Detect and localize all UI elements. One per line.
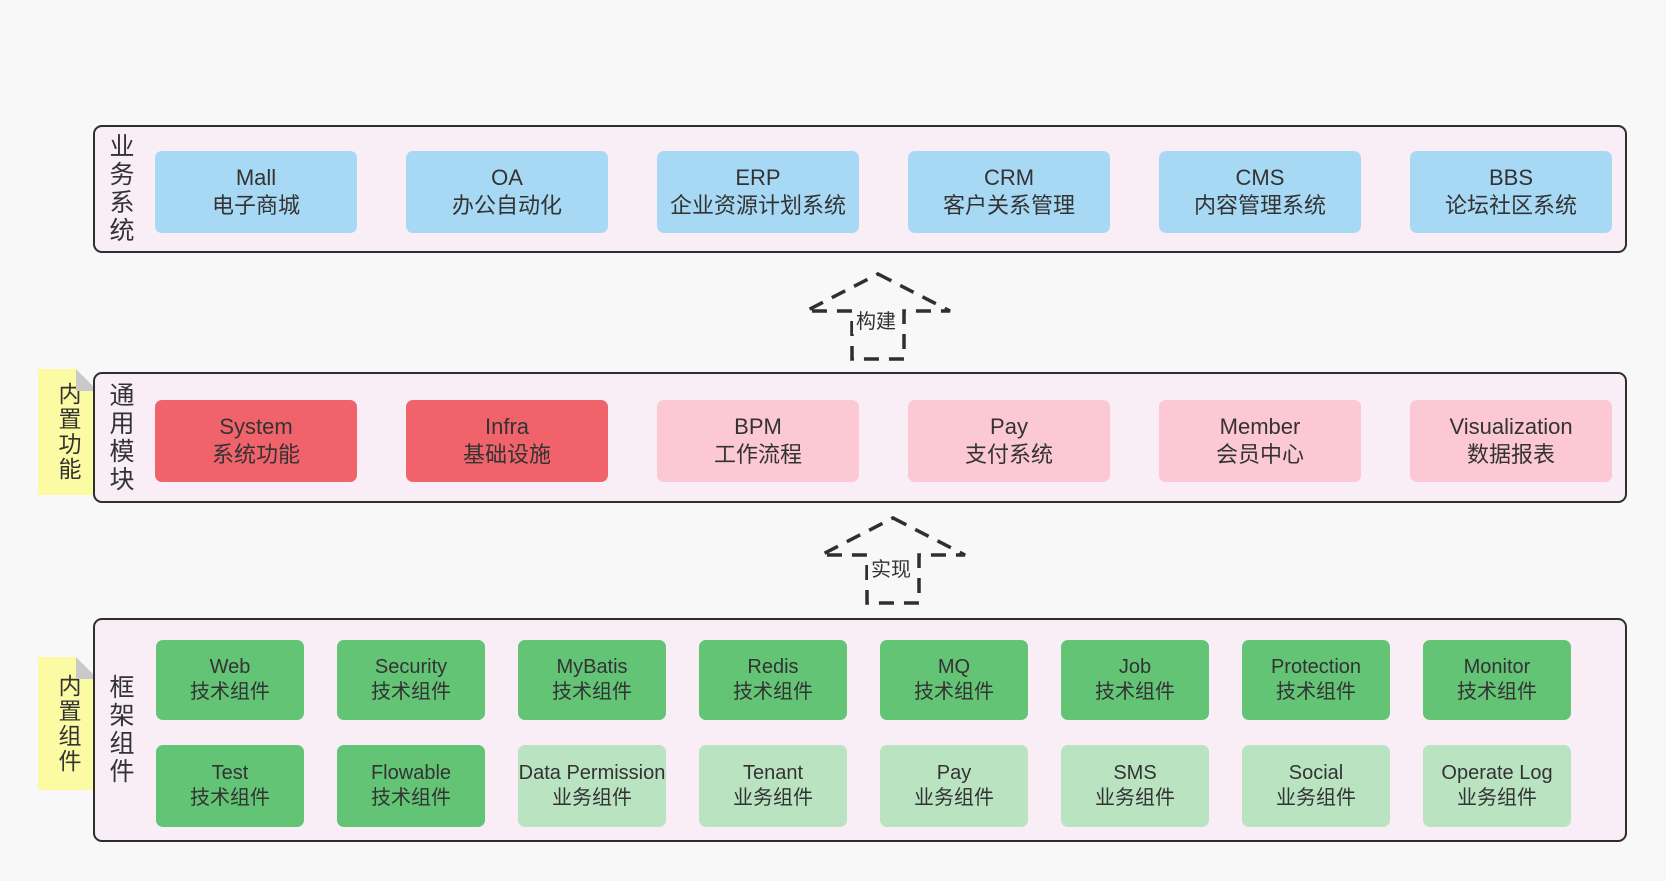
box-title: OA	[491, 165, 523, 190]
box-subtitle: 业务组件	[1095, 787, 1175, 809]
box-subtitle: 技术组件	[1276, 681, 1356, 703]
box-subtitle: 技术组件	[733, 681, 813, 703]
box-subtitle: 内容管理系统	[1193, 193, 1326, 218]
box-security: Security 技术组件	[337, 640, 485, 720]
panel-label-business: 业务系统	[106, 133, 134, 245]
box-redis: Redis 技术组件	[699, 640, 847, 720]
box-subtitle: 企业资源计划系统	[669, 193, 846, 218]
box-subtitle: 办公自动化	[451, 193, 562, 218]
implement-arrow-label: 实现	[868, 558, 914, 582]
box-title: Data Permission	[518, 762, 666, 784]
box-cms: CMS 内容管理系统	[1159, 151, 1361, 233]
box-mall: Mall 电子商城	[155, 151, 357, 233]
box-oa: OA 办公自动化	[406, 151, 608, 233]
box-subtitle: 支付系统	[964, 442, 1053, 467]
box-subtitle: 客户关系管理	[942, 193, 1075, 218]
build-arrow-label: 构建	[853, 310, 899, 334]
box-subtitle: 业务组件	[1276, 787, 1356, 809]
box-subtitle: 基础设施	[462, 442, 551, 467]
box-subtitle: 系统功能	[211, 442, 300, 467]
box-flowable: Flowable 技术组件	[337, 745, 485, 827]
box-title: Member	[1219, 414, 1301, 439]
box-title: Monitor	[1463, 656, 1531, 678]
box-subtitle: 技术组件	[552, 681, 632, 703]
box-title: Web	[209, 656, 251, 678]
sticky-label: 内置组件	[55, 673, 81, 774]
sticky-note-builtin-features: 内置功能	[38, 369, 98, 495]
box-title: Job	[1118, 656, 1152, 678]
box-job: Job 技术组件	[1061, 640, 1209, 720]
box-subtitle: 论坛社区系统	[1444, 193, 1577, 218]
framework-components-panel: 框架组件 Web 技术组件 Security 技术组件 MyBatis 技术组件…	[93, 618, 1627, 842]
box-social: Social 业务组件	[1242, 745, 1390, 827]
box-test: Test 技术组件	[156, 745, 304, 827]
box-title: Tenant	[742, 762, 804, 784]
box-monitor: Monitor 技术组件	[1423, 640, 1571, 720]
box-title: BBS	[1488, 165, 1534, 190]
box-bpm: BPM 工作流程	[657, 400, 859, 482]
box-system: System 系统功能	[155, 400, 357, 482]
panel-label-common: 通用模块	[106, 381, 134, 494]
box-title: Test	[211, 762, 249, 784]
box-bbs: BBS 论坛社区系统	[1410, 151, 1612, 233]
box-title: MyBatis	[556, 656, 628, 678]
box-title: Pay	[936, 762, 972, 784]
box-title: ERP	[735, 165, 781, 190]
box-infra: Infra 基础设施	[406, 400, 608, 482]
box-subtitle: 业务组件	[1457, 787, 1537, 809]
box-title: Protection	[1270, 656, 1362, 678]
sticky-label: 内置功能	[55, 382, 81, 482]
box-subtitle: 技术组件	[371, 681, 451, 703]
box-title: Redis	[747, 656, 799, 678]
box-data-permission: Data Permission 业务组件	[518, 745, 666, 827]
box-subtitle: 电子商城	[211, 193, 300, 218]
box-pay: Pay 支付系统	[908, 400, 1110, 482]
box-title: Infra	[484, 414, 530, 439]
box-title: Visualization	[1449, 414, 1573, 439]
box-title: Social	[1288, 762, 1344, 784]
box-title: Security	[374, 656, 448, 678]
sticky-note-builtin-components: 内置组件	[38, 657, 98, 790]
panel-label-framework: 框架组件	[106, 674, 134, 786]
box-title: CRM	[983, 165, 1035, 190]
box-mybatis: MyBatis 技术组件	[518, 640, 666, 720]
box-title: SMS	[1113, 762, 1157, 784]
common-modules-panel: 通用模块 System 系统功能 Infra 基础设施 BPM 工作流程 Pay…	[93, 372, 1627, 503]
box-subtitle: 业务组件	[552, 787, 632, 809]
box-subtitle: 业务组件	[914, 787, 994, 809]
box-subtitle: 技术组件	[190, 681, 270, 703]
box-web: Web 技术组件	[156, 640, 304, 720]
box-subtitle: 业务组件	[733, 787, 813, 809]
box-title: Operate Log	[1441, 762, 1553, 784]
box-title: CMS	[1235, 165, 1285, 190]
box-subtitle: 技术组件	[1095, 681, 1175, 703]
box-pay-biz: Pay 业务组件	[880, 745, 1028, 827]
box-title: Mall	[235, 165, 277, 190]
box-title: MQ	[937, 656, 971, 678]
box-subtitle: 工作流程	[713, 442, 802, 467]
box-title: Flowable	[370, 762, 452, 784]
box-operate-log: Operate Log 业务组件	[1423, 745, 1571, 827]
box-subtitle: 技术组件	[1457, 681, 1537, 703]
box-protection: Protection 技术组件	[1242, 640, 1390, 720]
box-title: Pay	[990, 414, 1028, 439]
box-title: System	[219, 414, 293, 439]
box-tenant: Tenant 业务组件	[699, 745, 847, 827]
box-mq: MQ 技术组件	[880, 640, 1028, 720]
box-erp: ERP 企业资源计划系统	[657, 151, 859, 233]
box-subtitle: 技术组件	[371, 787, 451, 809]
business-systems-panel: 业务系统 Mall 电子商城 OA 办公自动化 ERP 企业资源计划系统 CRM…	[93, 125, 1627, 253]
box-subtitle: 数据报表	[1466, 442, 1555, 467]
box-subtitle: 会员中心	[1215, 442, 1304, 467]
box-subtitle: 技术组件	[190, 787, 270, 809]
box-sms: SMS 业务组件	[1061, 745, 1209, 827]
box-title: BPM	[734, 414, 782, 439]
box-visualization: Visualization 数据报表	[1410, 400, 1612, 482]
box-subtitle: 技术组件	[914, 681, 994, 703]
box-member: Member 会员中心	[1159, 400, 1361, 482]
box-crm: CRM 客户关系管理	[908, 151, 1110, 233]
